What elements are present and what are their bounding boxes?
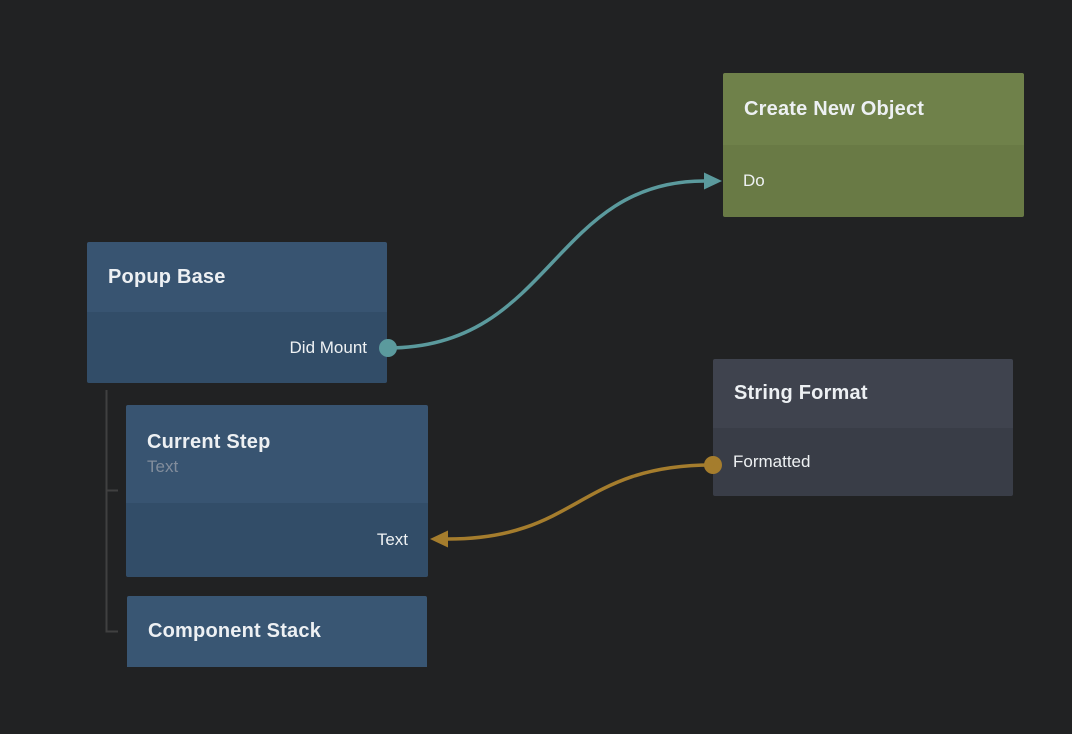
- node-title: String Format: [734, 382, 868, 404]
- node-header: Create New Object: [723, 73, 1024, 145]
- port-label: Do: [743, 171, 765, 190]
- node-header: Popup Base: [87, 242, 387, 312]
- node-title: Current Step: [147, 431, 271, 453]
- node-title: Popup Base: [108, 265, 226, 288]
- port-do[interactable]: Do: [723, 171, 1024, 191]
- node-body: Did Mount: [87, 312, 387, 383]
- connection-didmount-to-do[interactable]: [386, 179, 706, 350]
- node-current-step[interactable]: Current Step Text Text: [126, 405, 428, 577]
- node-body: Text: [126, 503, 428, 577]
- connection-arrowhead-text: [430, 530, 448, 548]
- node-title: Create New Object: [744, 97, 925, 120]
- node-header: String Format: [713, 359, 1013, 428]
- port-formatted[interactable]: Formatted: [713, 452, 1013, 472]
- port-label: Formatted: [733, 452, 811, 471]
- connection-formatted-to-text[interactable]: [446, 463, 714, 541]
- node-popup-base[interactable]: Popup Base Did Mount: [87, 242, 397, 383]
- node-component-stack[interactable]: Component Stack: [127, 596, 427, 667]
- port-did-mount[interactable]: Did Mount: [87, 338, 387, 358]
- connection-arrowhead-do: [704, 172, 722, 190]
- node-title: Component Stack: [148, 620, 322, 642]
- port-text[interactable]: Text: [126, 530, 428, 550]
- hierarchy-tree-line: [105, 390, 118, 633]
- node-body: Do: [723, 145, 1024, 217]
- node-header: Component Stack: [127, 596, 427, 667]
- node-subtitle: Text: [147, 457, 179, 476]
- node-create-new-object[interactable]: Create New Object Do: [723, 73, 1024, 217]
- node-header: Current Step Text: [126, 405, 428, 503]
- port-label: Did Mount: [289, 337, 367, 357]
- node-body: Formatted: [713, 428, 1013, 496]
- port-label: Text: [376, 530, 408, 549]
- node-string-format[interactable]: String Format Formatted: [704, 359, 1013, 496]
